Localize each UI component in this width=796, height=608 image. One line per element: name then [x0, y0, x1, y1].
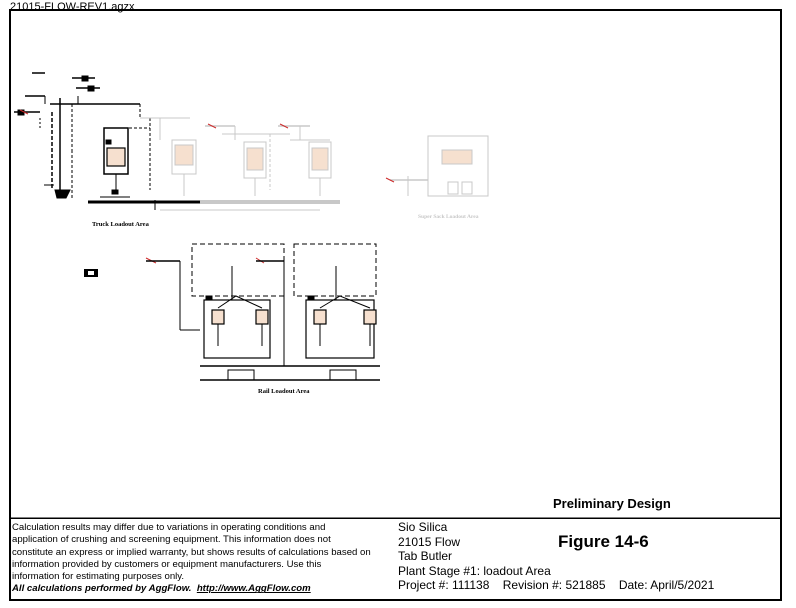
project-number: Project #: 111138 [398, 578, 490, 593]
project-line: Project #: 111138 Revision #: 521885 Dat… [398, 578, 724, 593]
disclaimer-line: information for estimating purposes only… [12, 571, 185, 583]
disclaimer-line: constitute an express or implied warrant… [12, 546, 371, 558]
flow-diagram: Truck Loadout Area Super Sack Loadout Ar… [11, 72, 781, 519]
title-block-grid [11, 517, 781, 519]
disclaimer-block: Calculation results may differ due to va… [12, 522, 392, 596]
credit-text: All calculations performed by AggFlow. [12, 583, 192, 595]
disclaimer-line: information provided by customers or equ… [12, 558, 322, 570]
figure-number: Figure 14-6 [558, 532, 649, 551]
label-rail-loadout-area: Rail Loadout Area [258, 388, 310, 395]
aggflow-credit: All calculations performed by AggFlow. h… [12, 583, 392, 595]
feed-conveyor-1 [72, 75, 100, 92]
plant-stage: Plant Stage #1: loadout Area [398, 563, 551, 578]
disclaimer-line: application of crushing and screening eq… [12, 534, 331, 546]
truck-loadout-silo [103, 118, 151, 195]
accent-marks [19, 109, 395, 264]
label-super-sack-area: Super Sack Loadout Area [418, 214, 479, 220]
revision-number: Revision #: 521885 [502, 578, 606, 593]
company-name: Sio Silica [398, 520, 448, 534]
label-truck-loadout-area: Truck Loadout Area [92, 221, 150, 228]
faded-future-equipment [140, 117, 489, 211]
flow-name: 21015 Flow [398, 534, 461, 549]
preliminary-design-watermark: Preliminary Design [553, 496, 671, 511]
rail-loadout-section [146, 243, 380, 381]
drawing-sheet-border [9, 9, 782, 601]
designer-name: Tab Butler [398, 549, 453, 564]
project-date: Date: April/5/2021 [618, 578, 715, 593]
truck-loadout-section [14, 72, 200, 210]
disclaimer-line: Calculation results may differ due to va… [12, 522, 326, 533]
aggflow-link[interactable]: http://www.AggFlow.com [196, 583, 311, 595]
project-info-block: Sio Silica 21015 Flow Tab Butler Plant S… [398, 520, 724, 593]
